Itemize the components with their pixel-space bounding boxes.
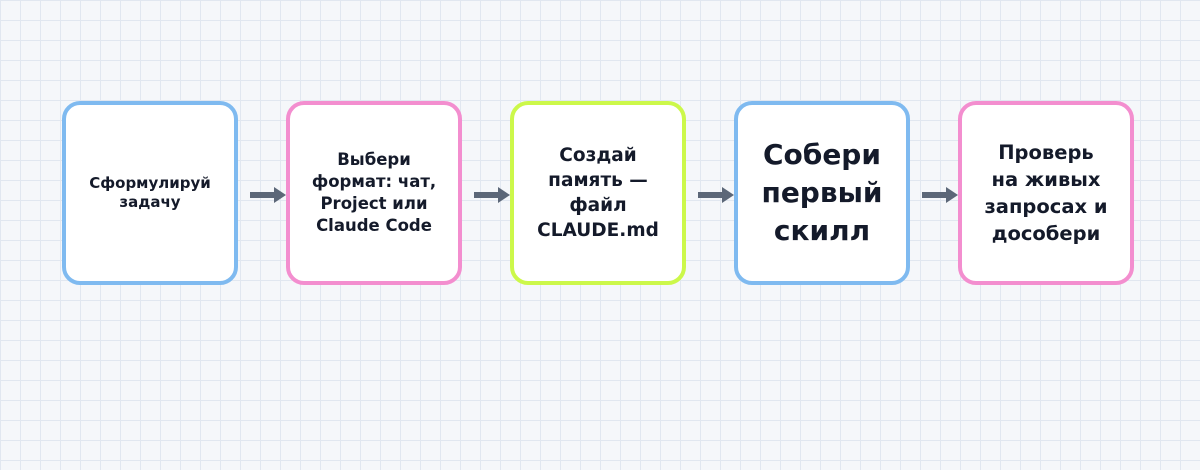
step-label-4: Собери первый скилл [761, 138, 883, 247]
step-box-2: Выбери формат: чат, Project или Claude C… [286, 101, 462, 285]
step-box-5: Проверь на живых запросах и дособери [958, 101, 1134, 285]
arrow-right-icon [250, 187, 286, 203]
arrow-right-icon [922, 187, 958, 203]
step-label-2: Выбери формат: чат, Project или Claude C… [311, 150, 437, 235]
arrow-right-icon [698, 187, 734, 203]
step-label-3: Создай память — файл CLAUDE.md [537, 145, 659, 241]
step-box-1: Сформулируй задачу [62, 101, 238, 285]
step-label-5: Проверь на живых запросах и дособери [984, 141, 1108, 245]
arrow-right-icon [474, 187, 510, 203]
step-box-4: Собери первый скилл [734, 101, 910, 285]
step-label-1: Сформулируй задачу [89, 174, 211, 211]
step-box-3: Создай память — файл CLAUDE.md [510, 101, 686, 285]
